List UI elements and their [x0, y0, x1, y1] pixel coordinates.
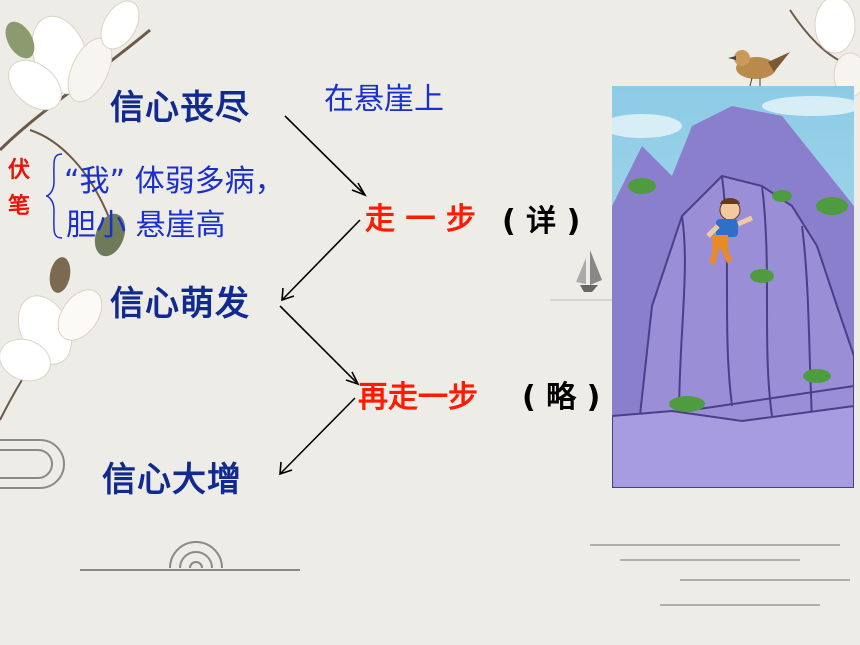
step-2-note: ( 略 ) [522, 380, 601, 415]
brace-icon [45, 153, 63, 239]
foreshadow-label: 伏 笔 [8, 160, 30, 218]
foreshadow-line-2: 胆小 悬崖高 [66, 208, 226, 243]
stage-3-text: 信心大增 [102, 460, 242, 500]
flow-arrows [279, 115, 367, 476]
sailboat-icon [550, 250, 612, 301]
step-2-text: 再走一步 [358, 380, 478, 415]
cliff-illustration [612, 86, 854, 488]
swirl-ornament-icon [0, 439, 65, 489]
foreshadow-label-char1: 伏 [8, 158, 31, 183]
bird-icon [728, 50, 790, 87]
semicircle-ornament-icon [80, 541, 300, 571]
stage-1-text: 信心丧尽 [110, 88, 250, 128]
foreshadow-line-1: “我” 体弱多病， [64, 164, 285, 199]
stage-2-text: 信心萌发 [110, 284, 250, 324]
step-1-text: 走 一 步 [365, 202, 476, 237]
magnolia-flower-icon [0, 0, 151, 257]
boy-climbing-cliff-icon [612, 96, 854, 488]
top-right-flower-icon [789, 0, 860, 98]
magnolia-lower-icon [0, 257, 103, 421]
step-1-note: ( 详 ) [502, 204, 581, 239]
foreshadow-label-char2: 笔 [8, 194, 31, 219]
boy-figure [706, 198, 753, 265]
decorative-lines [590, 544, 850, 606]
setting-text: 在悬崖上 [324, 82, 444, 117]
